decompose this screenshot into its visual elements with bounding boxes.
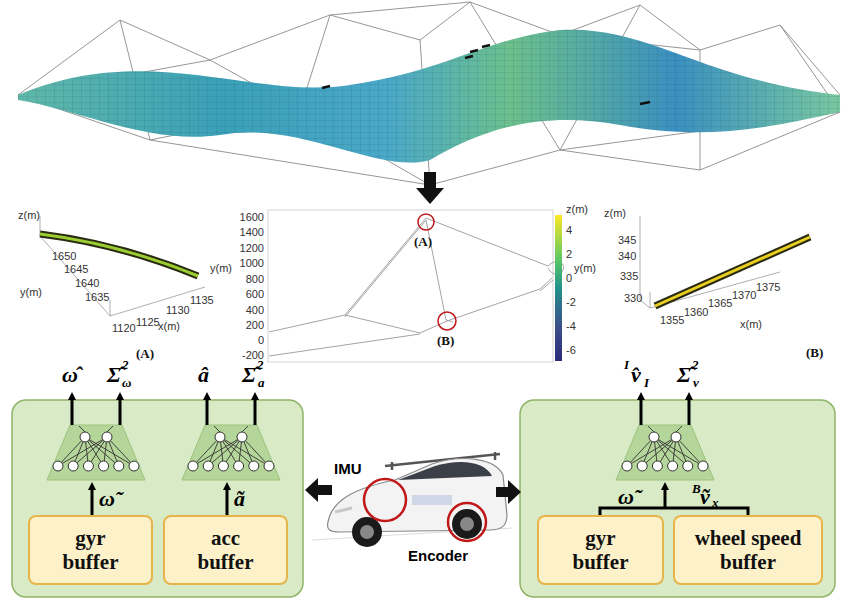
box-label: acc buffer [187,526,264,574]
tick-label: 4 [566,224,572,236]
axis-label: y(m) [210,262,232,274]
buffer-box: gyr buffer [28,515,153,585]
tick-label: 200 [246,319,264,331]
tick-label: -4 [566,320,576,332]
tick-label: 345 [618,234,636,246]
box-label: wheel speed buffer [687,526,809,574]
math-symbol: â [198,362,209,388]
math-symbol: ω̂ [62,362,78,388]
tick-label: 600 [246,288,264,300]
box-label: gyr buffer [561,526,640,574]
tick-label: 1130 [166,304,190,316]
axis-label: y(m) [20,286,42,298]
axis-label: z(m) [18,209,40,221]
callout-label: (A) [414,234,432,250]
tick-label: 0 [258,334,264,346]
tick-label: 1600 [240,211,264,223]
callout-label: (B) [806,345,823,361]
callout-label: (A) [136,346,154,362]
math-superscript: B [692,481,701,497]
tick-label: -6 [566,344,576,356]
math-symbol: ṽ [700,484,710,510]
tick-label: 340 [618,250,636,262]
tick-label: -2 [566,296,576,308]
network-symbol [616,425,714,480]
tick-label: 400 [246,304,264,316]
sensor-label: IMU [334,460,362,477]
math-subscript: ω [122,375,131,391]
buffer-box: acc buffer [163,515,288,585]
math-symbol: Σ̂ [107,362,121,388]
axis-label: x(m) [740,318,762,330]
tick-label: 1640 [75,277,99,289]
network-symbol [182,425,280,480]
tick-label: 1120 [112,322,136,334]
tick-label: 1375 [756,281,780,293]
tick-label: 1000 [240,257,264,269]
tick-label: 1200 [240,242,264,254]
tick-label: 1370 [732,289,756,301]
math-symbol: ω̃ [618,484,634,510]
math-symbol: Σ̂ [677,362,691,388]
buffer-box: wheel speed buffer [673,515,823,585]
tick-label: 1125 [136,316,160,328]
axis-label: x(m) [158,320,180,332]
buffer-box: gyr buffer [537,515,664,585]
tick-label: 0 [566,272,572,284]
callout-label: (B) [437,333,454,349]
math-superscript: 2 [692,357,699,373]
math-subscript: a [258,375,265,391]
tick-label: 1355 [660,314,684,326]
tick-label: 330 [624,292,642,304]
tick-label: 800 [246,273,264,285]
tick-label: 1400 [240,226,264,238]
math-symbol: ã [234,486,245,512]
tick-label: 1365 [708,297,732,309]
box-label: gyr buffer [52,526,129,574]
tick-label: 1645 [64,263,88,275]
math-superscript: 2 [122,357,129,373]
math-superscript: 2 [257,357,264,373]
math-symbol: v̂ [631,362,641,388]
axis-label: z(m) [566,203,588,215]
sensor-label: Encoder [408,547,468,564]
tick-label: 335 [620,270,638,282]
tick-label: 1360 [684,306,708,318]
tick-label: 1650 [52,250,76,262]
math-subscript: x [712,495,719,511]
math-superscript: I [624,357,629,373]
tick-label: 1635 [85,291,109,303]
math-symbol: Σ̂ [242,362,256,388]
axis-label: y(m) [574,262,596,274]
math-subscript: v [693,375,699,391]
network-symbol [47,425,145,480]
math-symbol: ω̃ [99,486,115,512]
tick-label: 1135 [190,294,214,306]
tick-label: 2 [566,248,572,260]
math-subscript: I [644,375,649,391]
axis-label: z(m) [604,207,626,219]
